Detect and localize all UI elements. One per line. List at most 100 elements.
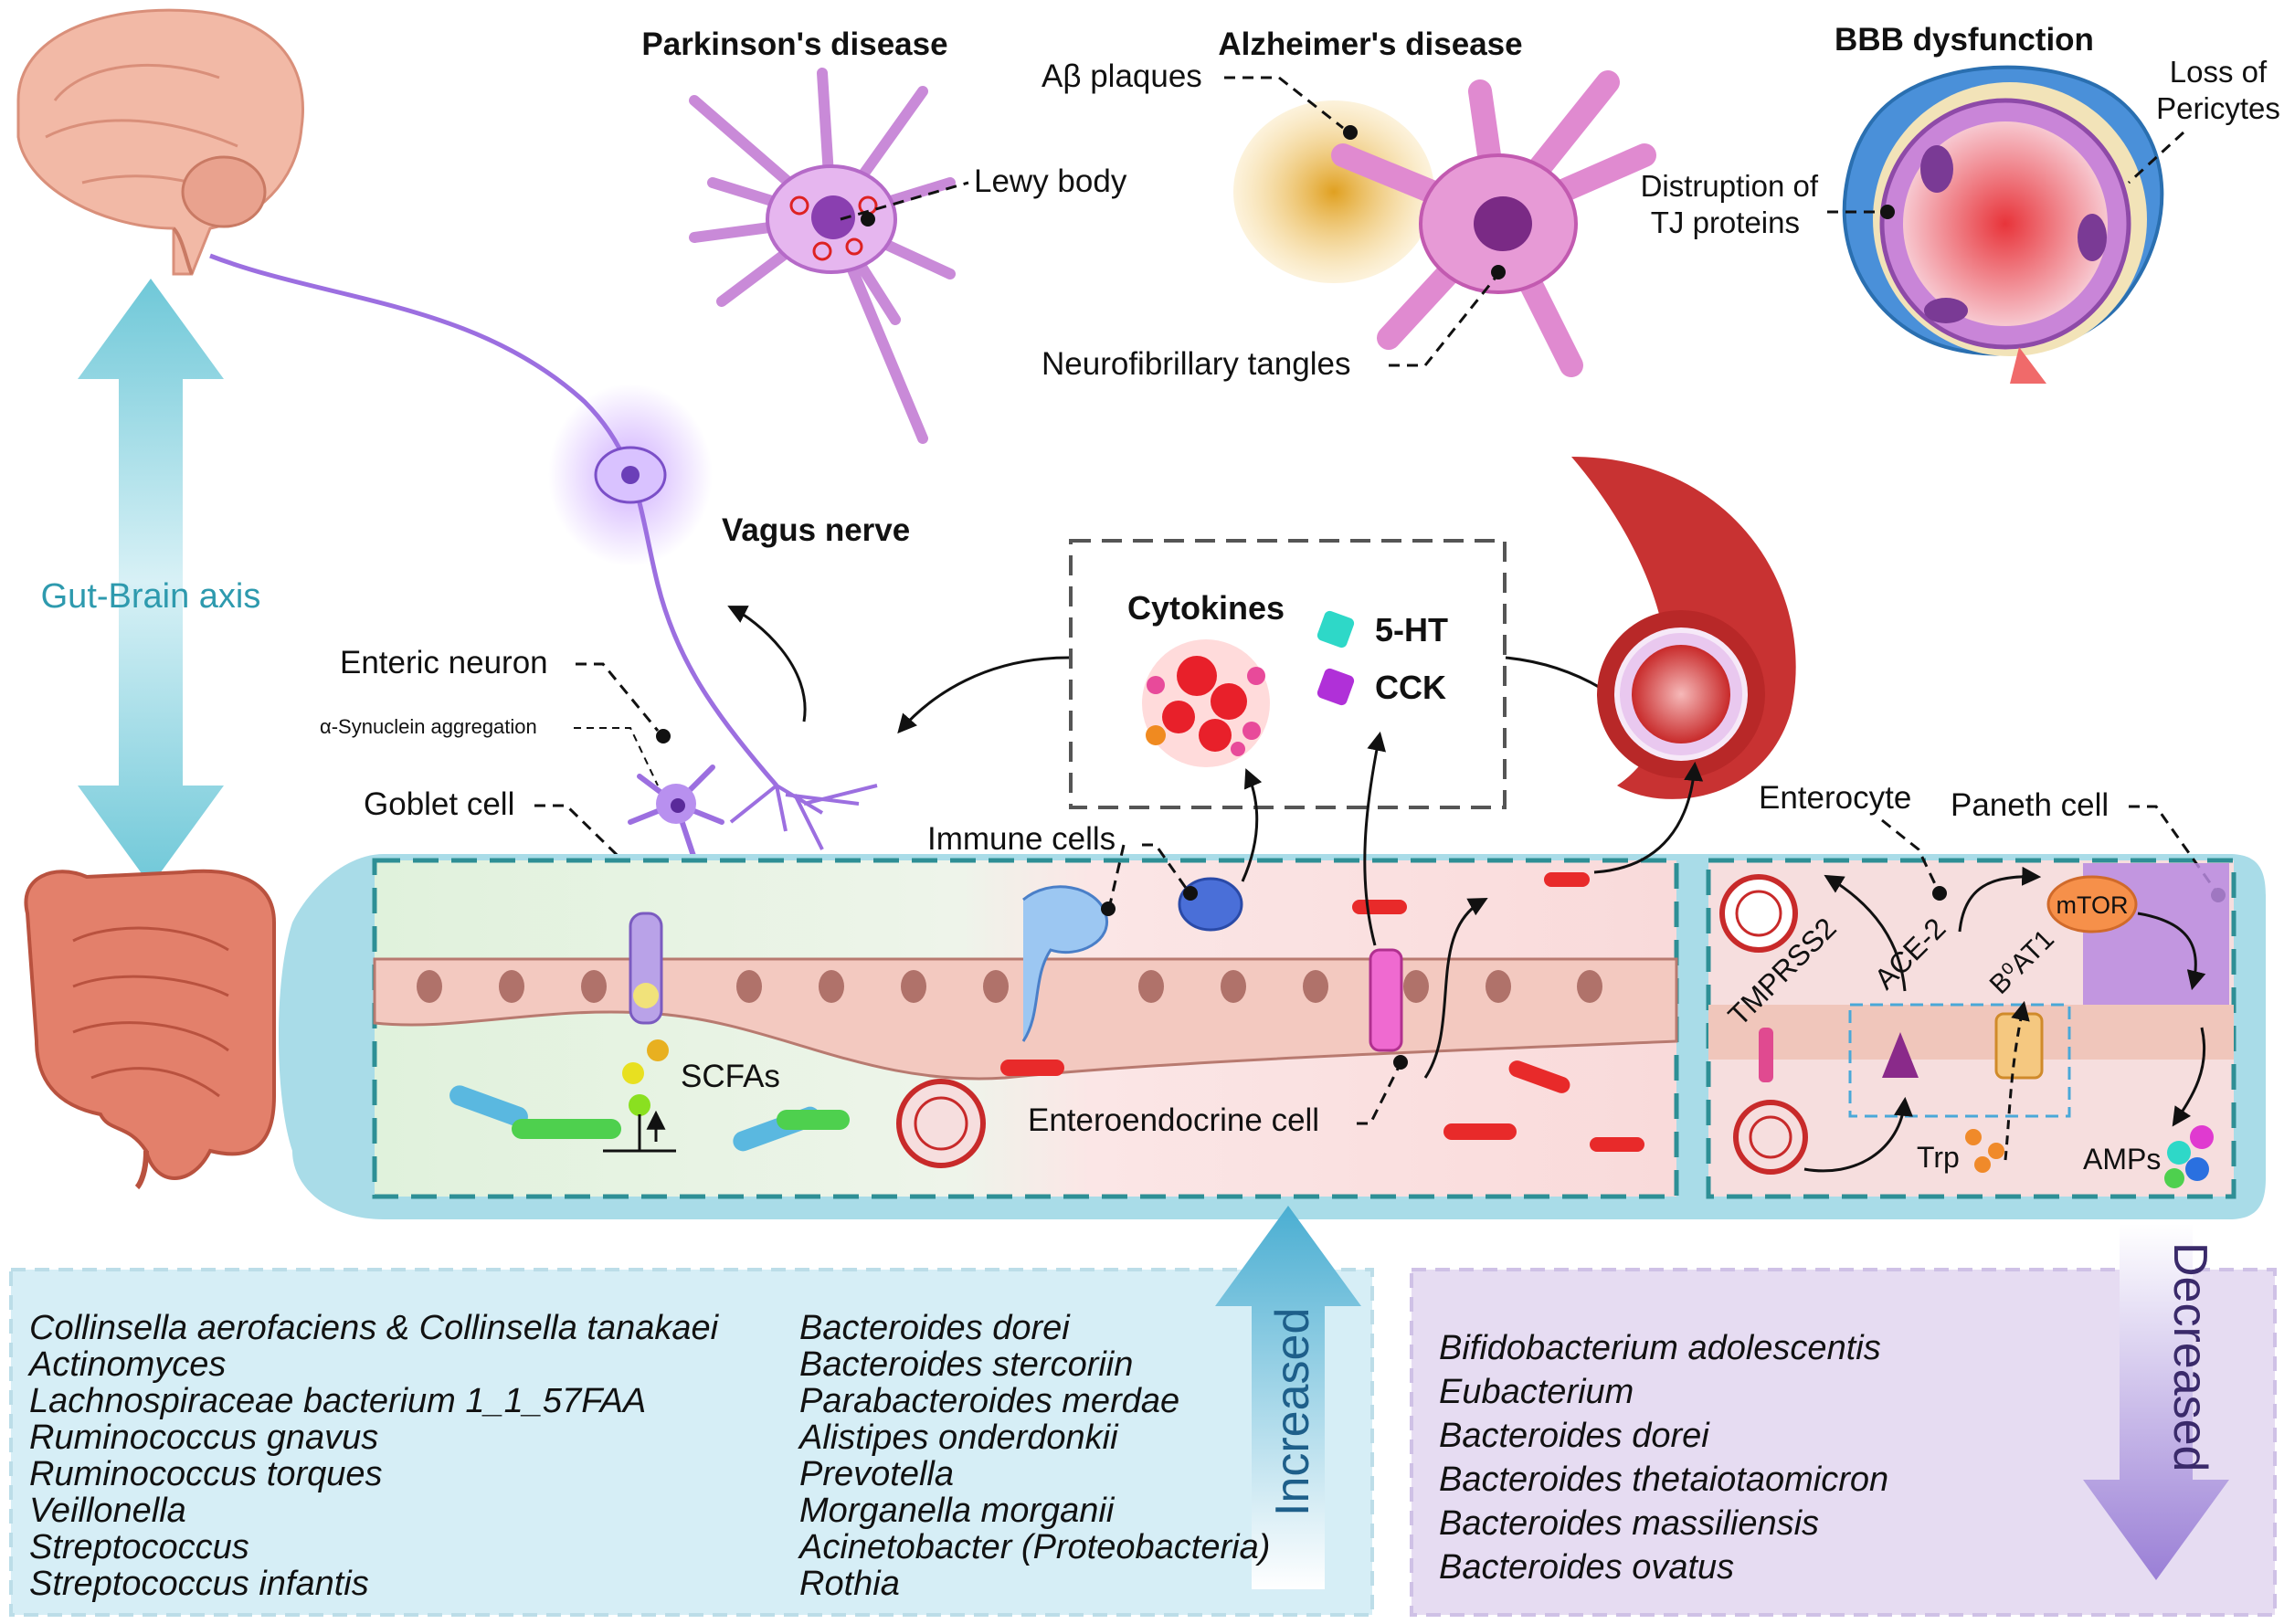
immune-cells-dot-2 [1101, 902, 1116, 916]
loss-of-label: Loss of [2170, 55, 2268, 89]
right-panel-virus-bottom [1733, 1100, 1808, 1175]
enterocyte-label: Enterocyte [1759, 780, 1911, 816]
increased-item: Bacteroides stercoriin [799, 1345, 1133, 1384]
blood-vessel-illustration [1571, 457, 1796, 799]
amps-dots [2164, 1125, 2214, 1188]
increased-panel [9, 1268, 1374, 1617]
trp-label: Trp [1917, 1141, 1960, 1174]
gut-brain-axis-label: Gut-Brain axis [41, 577, 261, 616]
brain-illustration [16, 8, 304, 276]
enterocyte-pointer [1881, 818, 1939, 889]
ab-plaques-dot [1343, 125, 1358, 140]
increased-item: Ruminococcus gnavus [29, 1418, 378, 1457]
increased-item: Acinetobacter (Proteobacteria) [798, 1528, 1270, 1566]
arrow-vagus-up [727, 606, 807, 722]
vagus-nerve-label: Vagus nerve [722, 512, 910, 548]
immune-cells-pointer-2 [1108, 844, 1126, 905]
increased-item: Actinomyces [27, 1345, 226, 1384]
lewy-body-dot [861, 212, 875, 227]
enteric-neuron-illustration [628, 765, 724, 861]
synuclein-label: α-Synuclein aggregation [320, 715, 537, 738]
mtor-label: mTOR [2057, 891, 2129, 919]
intestine-illustration [24, 869, 276, 1190]
increased-list-col2: Bacteroides dorei Bacteroides stercoriin… [798, 1309, 1270, 1603]
5ht-icon [1316, 610, 1355, 649]
cytokines-illustration [1142, 639, 1270, 767]
amps-label: AMPs [2083, 1143, 2161, 1176]
increased-item: Lachnospiraceae bacterium 1_1_57FAA [29, 1382, 646, 1420]
enteroendocrine-label: Enteroendocrine cell [1028, 1102, 1319, 1138]
gut-brain-axis-arrow [78, 279, 224, 886]
right-panel-virus-top [1719, 874, 1798, 953]
arrow-trp-b0at1 [2004, 1000, 2030, 1161]
increased-item: Alistipes onderdonkii [798, 1418, 1119, 1457]
increased-list-col1: Collinsella aerofaciens & Collinsella ta… [27, 1309, 720, 1603]
arrow-to-mtor [1958, 866, 2042, 933]
parkinsons-title: Parkinson's disease [641, 26, 947, 62]
arrow-immune-to-cytokines [1241, 768, 1263, 882]
decreased-item: Bifidobacterium adolescentis [1439, 1329, 1881, 1367]
arrow-ace2-virus [1824, 874, 1907, 992]
increased-item: Prevotella [799, 1455, 954, 1493]
increased-item: Veillonella [29, 1492, 186, 1530]
paneth-cell-label: Paneth cell [1951, 787, 2109, 823]
parkinsons-neuron-illustration [689, 68, 956, 444]
decreased-item: Bacteroides ovatus [1439, 1548, 1734, 1587]
increased-item: Bacteroides dorei [799, 1309, 1071, 1347]
arrow-virus-ace2 [1803, 1096, 1913, 1173]
bbb-illustration [1842, 65, 2164, 384]
bbb-title: BBB dysfunction [1835, 22, 2094, 58]
arrow-lumen-up [1423, 898, 1488, 1079]
increased-item: Morganella morganii [799, 1492, 1116, 1530]
enteric-neuron-pointer [576, 662, 660, 732]
5ht-label: 5-HT [1375, 611, 1448, 649]
distruption-dot [1880, 205, 1895, 219]
arrow-to-vessel-2 [1593, 761, 1704, 874]
neurofibrillary-label: Neurofibrillary tangles [1042, 346, 1350, 382]
decreased-item: Bacteroides dorei [1439, 1417, 1710, 1455]
decreased-item: Bacteroides thetaiotaomicron [1439, 1461, 1888, 1499]
bacteria-green [449, 1039, 850, 1152]
cytokines-label: Cytokines [1127, 589, 1285, 627]
goblet-cell-pointer [534, 804, 646, 883]
goblet-cell-label: Goblet cell [364, 786, 514, 822]
trp-dots [1965, 1129, 2004, 1173]
scfa-bracket [603, 1114, 676, 1153]
neurofibrillary-pointer [1389, 273, 1500, 367]
increased-item: Collinsella aerofaciens & Collinsella ta… [29, 1309, 720, 1347]
paneth-cell-pointer [2129, 805, 2217, 891]
enteric-neuron-dot [656, 729, 671, 743]
increased-arrow [1215, 1206, 1361, 1589]
scfas-label: SCFAs [681, 1059, 780, 1094]
decreased-item: Bacteroides massiliensis [1439, 1504, 1819, 1543]
neurofibrillary-dot [1491, 265, 1506, 279]
immune-cells-label: Immune cells [927, 821, 1116, 857]
arrow-mtor-paneth [2137, 912, 2206, 991]
vagus-nerve-illustration [209, 253, 878, 850]
cck-icon [1316, 668, 1355, 706]
epithelium-cells [373, 877, 1678, 1081]
alzheimers-title: Alzheimer's disease [1218, 26, 1522, 62]
increased-label: Increased [1266, 1308, 1319, 1516]
increased-item: Ruminococcus torques [29, 1455, 383, 1493]
synuclein-pointer [574, 727, 659, 786]
distruption-label-line1: Distruption of [1641, 169, 1819, 203]
increased-item: Rothia [799, 1565, 900, 1603]
ab-plaques-label: Aβ plaques [1042, 58, 1202, 94]
arrow-to-vagus [897, 656, 1070, 734]
lewy-body-label: Lewy body [974, 163, 1127, 199]
arrow-eec-to-5ht [1363, 731, 1387, 946]
ab-plaques-pointer [1224, 76, 1344, 130]
increased-item: Parabacteroides merdae [799, 1382, 1179, 1420]
alzheimers-neuron-illustration [1233, 70, 1656, 377]
pericytes-pointer [2127, 131, 2185, 185]
decreased-label: Decreased [2163, 1242, 2216, 1471]
right-panel-cells [1708, 863, 2234, 1118]
virus-and-pathogens [896, 872, 1644, 1168]
cck-label: CCK [1375, 669, 1446, 706]
immune-cells-dot [1183, 886, 1198, 901]
enterocyte-dot [1932, 886, 1947, 901]
increased-item: Streptococcus infantis [29, 1565, 369, 1603]
increased-item: Streptococcus [29, 1528, 249, 1566]
